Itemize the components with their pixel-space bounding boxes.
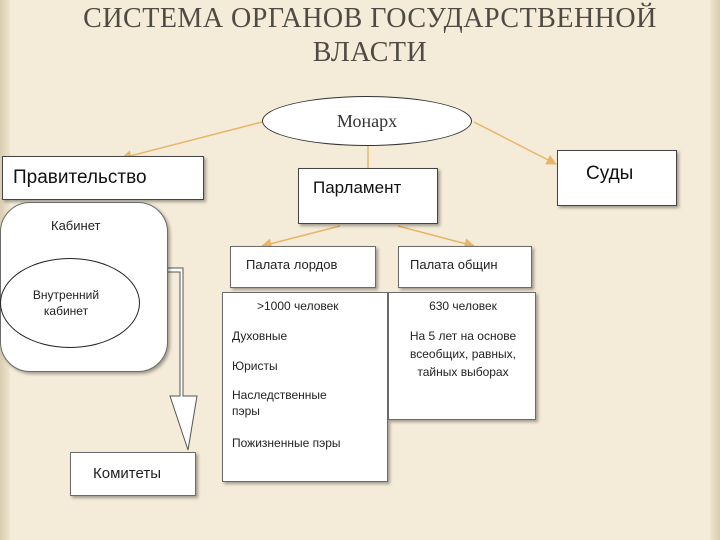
commons-header-box: Палата общин bbox=[398, 246, 532, 288]
commons-term-line3: тайных выборах bbox=[417, 365, 509, 379]
arrow-monarch-courts bbox=[473, 121, 557, 165]
lords-detail-box: >1000 человек Духовные Юристы Наследстве… bbox=[222, 292, 388, 482]
parliament-box: Парламент bbox=[298, 168, 438, 224]
page-frame-right bbox=[710, 0, 720, 540]
cabinet-label: Кабинет bbox=[51, 218, 101, 233]
parliament-label: Парламент bbox=[313, 178, 402, 197]
commons-header-label: Палата общин bbox=[410, 257, 498, 272]
arrow-monarch-government bbox=[120, 121, 263, 161]
commons-term-line1: На 5 лет на основе bbox=[409, 329, 517, 343]
commons-count: 630 человек bbox=[429, 299, 497, 313]
lords-item-life-peers: Пожизненные пэры bbox=[232, 436, 341, 450]
courts-label: Суды bbox=[586, 163, 634, 184]
monarch-label: Монарх bbox=[336, 110, 398, 131]
lords-header-box: Палата лордов bbox=[230, 246, 376, 288]
inner-cabinet-line1: Внутренний bbox=[32, 288, 100, 302]
arrow-parliament-commons bbox=[397, 225, 476, 249]
inner-cabinet-node: Внутренний кабинет bbox=[0, 258, 140, 348]
slide-title-line1: СИСТЕМА ОРГАНОВ ГОСУДАРСТВЕННОЙ bbox=[83, 3, 657, 34]
courts-box: Суды bbox=[557, 150, 677, 206]
slide-title: СИСТЕМА ОРГАНОВ ГОСУДАРСТВЕННОЙ ВЛАСТИ bbox=[60, 2, 680, 70]
inner-cabinet-line2: кабинет bbox=[43, 304, 89, 318]
slide-title-line2: ВЛАСТИ bbox=[312, 37, 428, 68]
government-label: Правительство bbox=[13, 167, 147, 188]
commons-term-line2: всеобщих, равных, bbox=[409, 347, 516, 361]
arrow-parliament-lords bbox=[260, 225, 341, 249]
committees-label: Комитеты bbox=[93, 465, 161, 482]
lords-item-hereditary: Наследственные bbox=[232, 388, 327, 402]
commons-detail-box: 630 человек На 5 лет на основе всеобщих,… bbox=[388, 292, 536, 420]
lords-header-label: Палата лордов bbox=[246, 257, 338, 272]
lords-item-spiritual: Духовные bbox=[232, 329, 288, 343]
lords-item-hereditary-peers: пэры bbox=[232, 404, 260, 418]
government-box: Правительство bbox=[2, 156, 204, 200]
lords-item-lawyers: Юристы bbox=[232, 359, 278, 373]
arrow-cabinet-committees bbox=[166, 267, 198, 451]
lords-count: >1000 человек bbox=[257, 299, 339, 313]
committees-box: Комитеты bbox=[70, 452, 196, 496]
monarch-node: Монарх bbox=[262, 96, 472, 146]
